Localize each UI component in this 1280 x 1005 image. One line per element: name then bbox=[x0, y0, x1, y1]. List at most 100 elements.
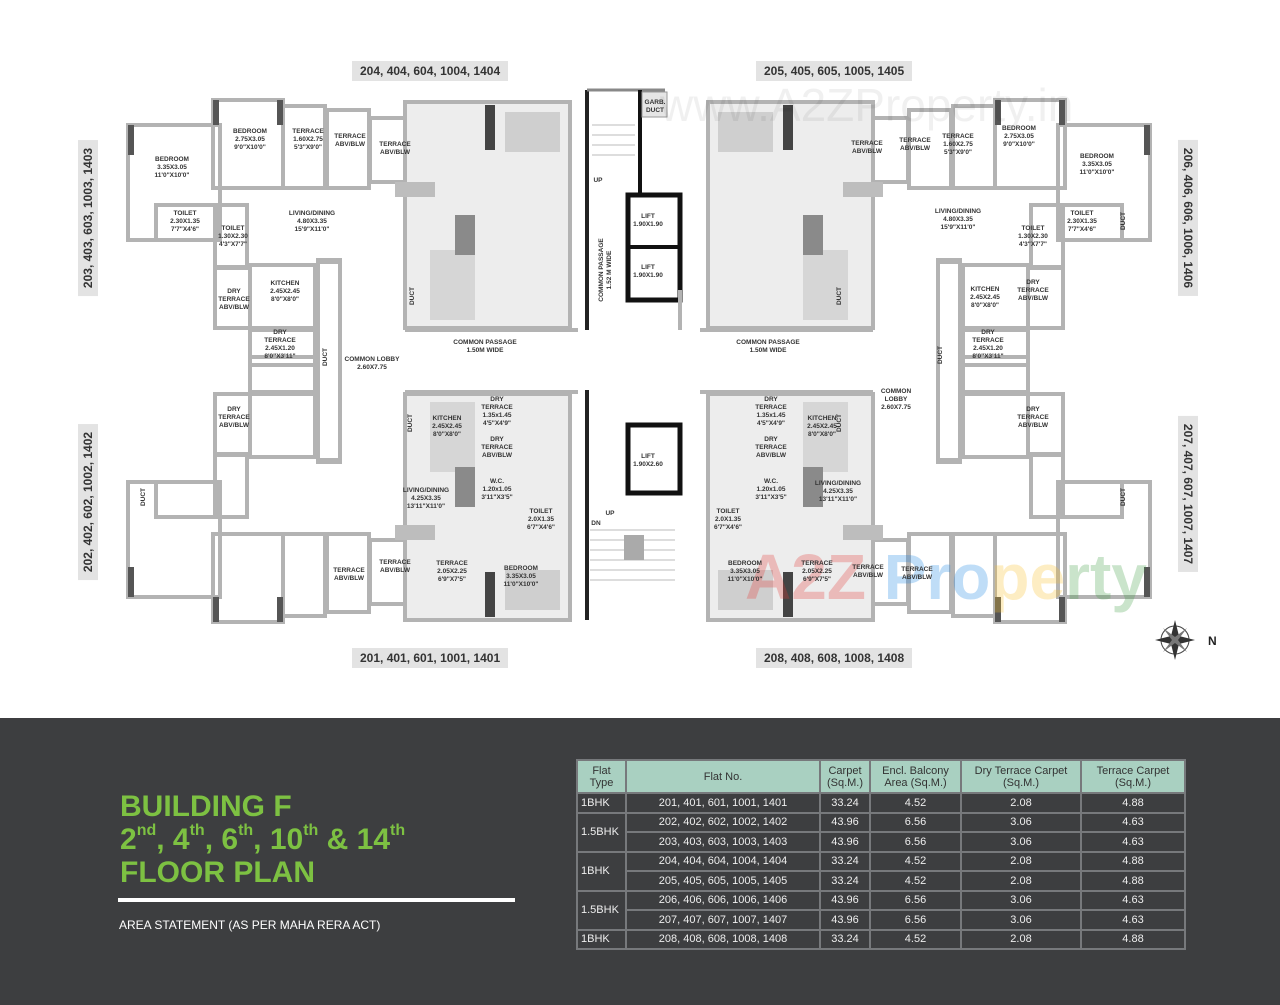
room-label-line: DN bbox=[591, 520, 601, 527]
title-floors: 2nd, 4th, 6th, 10th & 14th bbox=[120, 822, 405, 857]
room-label-line: TERRACE bbox=[755, 404, 787, 411]
area-statement-label: AREA STATEMENT (AS PER MAHA RERA ACT) bbox=[119, 918, 381, 932]
floor-separator: , bbox=[253, 823, 270, 856]
room-label-line: 2.30X1.35 bbox=[1067, 218, 1097, 225]
room-label-line: 4.25X3.35 bbox=[823, 488, 853, 495]
room-label-line: 2.60X7.75 bbox=[881, 404, 911, 411]
room-label-line: 6'9"X7'5" bbox=[802, 576, 832, 583]
unit-tag-right-top: 206, 406, 606, 1006, 1406 bbox=[1178, 139, 1198, 297]
room-label-line: COMMON bbox=[880, 388, 912, 395]
table-cell: 33.24 bbox=[819, 792, 871, 814]
room-label-line: 8'0"X8'0" bbox=[270, 296, 300, 303]
column-header: Carpet (Sq.M.) bbox=[819, 759, 871, 794]
room-label-line: DRY bbox=[764, 436, 778, 443]
info-panel: BUILDING F 2nd, 4th, 6th, 10th & 14th FL… bbox=[0, 718, 1280, 1005]
floor-plan-drawing bbox=[126, 88, 1195, 660]
room-label-line: DUCT bbox=[645, 107, 665, 114]
room-label-line: 8'0"X8'0" bbox=[807, 431, 837, 438]
table-cell: 43.96 bbox=[819, 831, 871, 853]
room-label-line: TERRACE bbox=[481, 404, 513, 411]
room-label-line: 15'9"X11'0" bbox=[940, 224, 976, 231]
room-label-line: 2.05X2.25 bbox=[802, 568, 832, 575]
table-cell: 205, 405, 605, 1005, 1405 bbox=[625, 870, 821, 892]
title-floor-plan: FLOOR PLAN bbox=[120, 856, 315, 889]
table-cell: 2.08 bbox=[960, 792, 1082, 814]
room-label-line: TERRACE bbox=[292, 128, 324, 135]
table-cell: 33.24 bbox=[819, 850, 871, 872]
room-label-line: LIVING/DINING bbox=[814, 480, 862, 487]
title-building: BUILDING F bbox=[120, 790, 292, 823]
room-label-line: KITCHEN bbox=[807, 415, 837, 422]
table-cell: 3.06 bbox=[960, 889, 1082, 911]
room-label-line: 1.90X1.90 bbox=[633, 272, 663, 279]
room-label-line: LIFT bbox=[641, 264, 655, 271]
compass-rose-icon bbox=[1155, 620, 1195, 660]
room-label-line: TERRACE bbox=[481, 444, 513, 451]
room-label-line: DUCT bbox=[140, 487, 147, 507]
room-label-line: 3.35X3.05 bbox=[157, 164, 187, 171]
room-label-line: TERRACE bbox=[218, 414, 250, 421]
table-cell: 203, 403, 603, 1003, 1403 bbox=[625, 831, 821, 853]
room-label-line: 1.30X2.30 bbox=[218, 233, 248, 240]
room-label: DUCT bbox=[836, 414, 844, 432]
table-cell: 4.63 bbox=[1080, 811, 1186, 833]
room-label-line: TOILET bbox=[716, 508, 740, 515]
floor-separator: & bbox=[318, 823, 357, 856]
room-label-line: 1.90X2.60 bbox=[633, 461, 663, 468]
table-cell: 4.52 bbox=[869, 928, 962, 950]
unit-tag-bottom-left: 201, 401, 601, 1001, 1401 bbox=[352, 648, 509, 668]
flat-type-cell: 1BHK bbox=[576, 792, 627, 814]
room-label-line: DUCT bbox=[1120, 211, 1127, 231]
room-label-line: 11'0"X10'0" bbox=[503, 581, 539, 588]
floor-number: 4 bbox=[172, 823, 190, 856]
room-label-line: 2.0X1.35 bbox=[714, 516, 742, 523]
table-cell: 6.56 bbox=[869, 909, 962, 931]
table-cell: 204, 404, 604, 1004, 1404 bbox=[625, 850, 821, 872]
flat-type-cell: 1.5BHK bbox=[576, 889, 627, 931]
room-label-line: 2.60X7.75 bbox=[357, 364, 387, 371]
room-label-line: TOILET bbox=[173, 210, 197, 217]
room-label-line: 1.20x1.05 bbox=[756, 486, 786, 493]
room-label: DUCT bbox=[407, 414, 415, 432]
room-label-line: 1.35x1.45 bbox=[756, 412, 786, 419]
room-label: DUCT bbox=[409, 287, 417, 305]
room-label-line: 2.75X3.05 bbox=[1004, 133, 1034, 140]
table-cell: 4.88 bbox=[1080, 792, 1186, 814]
room-label-line: TERRACE bbox=[801, 560, 833, 567]
unit-tag-right-bottom: 207, 407, 607, 1007, 1407 bbox=[1178, 415, 1198, 573]
room-label: DUCT bbox=[937, 346, 945, 364]
room-label-line: TERRACE bbox=[852, 564, 884, 571]
room-label-line: LIFT bbox=[641, 213, 655, 220]
floor-ordinal-suffix: nd bbox=[136, 822, 157, 839]
room-label-line: 15'9"X11'0" bbox=[294, 226, 330, 233]
table-cell: 2.08 bbox=[960, 928, 1082, 950]
floor-number: 10 bbox=[269, 823, 304, 856]
room-label-line: ABV/BLW bbox=[853, 572, 883, 579]
table-cell: 4.52 bbox=[869, 792, 962, 814]
room-label-line: DRY bbox=[227, 288, 241, 295]
room-label-line: 2.75X3.05 bbox=[235, 136, 265, 143]
room-label-line: LOBBY bbox=[884, 396, 908, 403]
